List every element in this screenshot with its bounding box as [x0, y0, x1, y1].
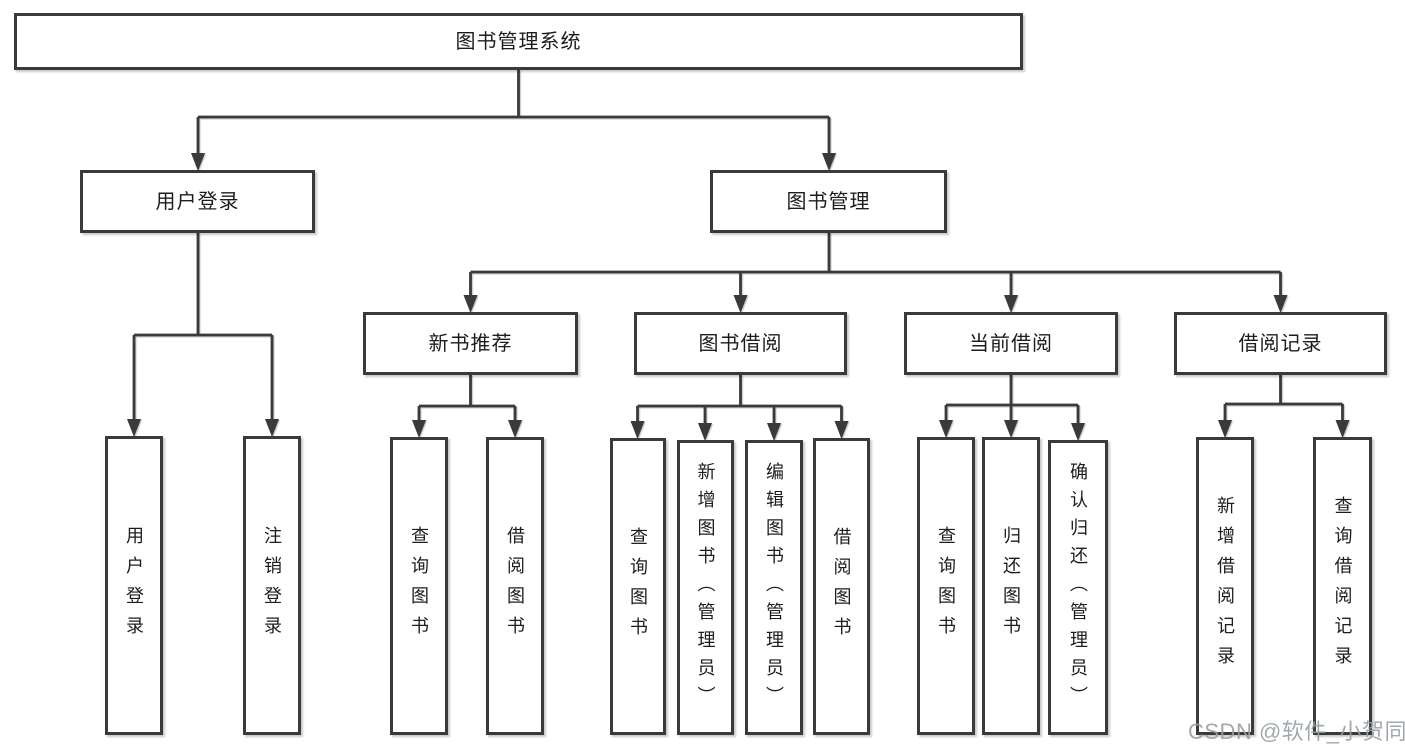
node-book-management-branch: 图书管理 [710, 170, 947, 233]
node-library-management-system: 图书管理系统 [14, 13, 1023, 70]
node-current-borrow: 当前借阅 [904, 312, 1118, 375]
leaf-return-books: 归还图书 [982, 437, 1040, 735]
leaf-query-borrow-record: 查询借阅记录 [1313, 437, 1372, 735]
leaf-user-login: 用户登录 [105, 436, 163, 735]
node-new-book-recommend: 新书推荐 [363, 312, 578, 375]
node-user-login-branch: 用户登录 [80, 170, 315, 233]
node-borrow-record: 借阅记录 [1174, 312, 1387, 375]
arrowhead-icons [127, 153, 1350, 441]
node-book-borrow: 图书借阅 [634, 312, 847, 375]
leaf-query-books-borrow: 查询图书 [610, 438, 666, 735]
leaf-add-books-admin: 新增图书（管理员） [677, 440, 734, 735]
leaf-edit-books-admin: 编辑图书（管理员） [745, 440, 803, 735]
csdn-watermark: CSDN @软件_小贺同学 [1188, 719, 1405, 744]
leaf-add-borrow-record: 新增借阅记录 [1196, 437, 1254, 735]
leaf-logout: 注销登录 [243, 436, 301, 735]
leaf-query-books-recommend: 查询图书 [390, 437, 448, 735]
leaf-borrow-books-recommend: 借阅图书 [486, 437, 544, 735]
leaf-confirm-return-admin: 确认归还（管理员） [1048, 440, 1108, 735]
leaf-borrow-books: 借阅图书 [813, 438, 870, 735]
leaf-query-books-current: 查询图书 [917, 437, 975, 735]
